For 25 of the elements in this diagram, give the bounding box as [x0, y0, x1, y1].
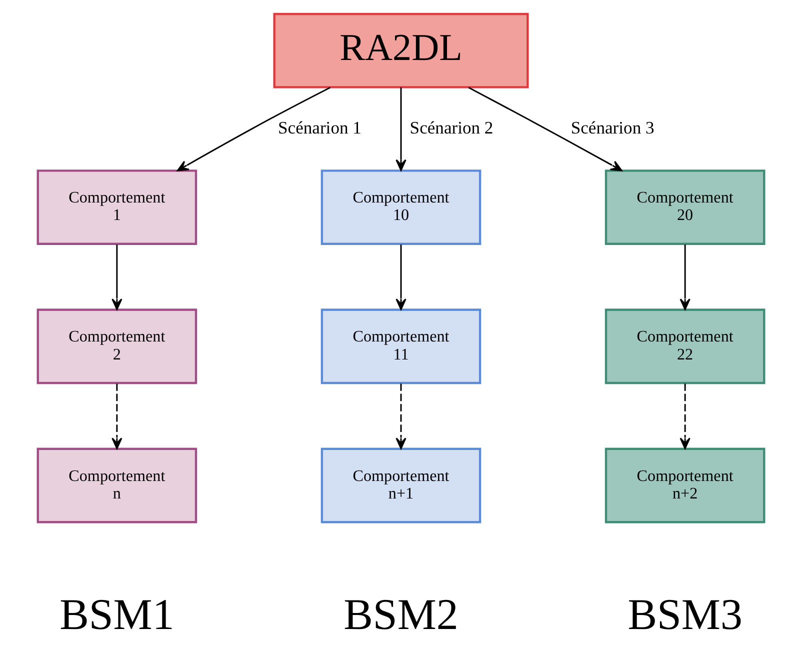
node-box: Comportement 10 [320, 170, 482, 245]
arrow [112, 384, 122, 450]
label: BSM1 [60, 590, 174, 639]
node-box: Comportement 2 [36, 308, 198, 384]
arrow [396, 87, 406, 171]
edge-label: Scénarion 1 [278, 117, 362, 138]
arrow [396, 244, 406, 310]
label: BSM2 [344, 590, 458, 639]
edge-label: Scénarion 2 [410, 117, 494, 138]
arrow [680, 244, 690, 310]
node-box: Comportement n+2 [604, 448, 766, 524]
node-box: Comportement n [36, 448, 198, 524]
node-box: Comportement 20 [604, 170, 766, 245]
node-box: RA2DL [273, 12, 529, 88]
node-box: Comportement 1 [36, 170, 198, 245]
node-box: Comportement 11 [320, 308, 482, 384]
arrow [112, 244, 122, 310]
node-box: Comportement 22 [604, 308, 766, 384]
label: BSM3 [628, 590, 742, 639]
edge-label: Scénarion 3 [570, 117, 654, 138]
arrow [680, 384, 690, 450]
node-box: Comportement n+1 [320, 448, 482, 524]
arrow [177, 86, 331, 172]
arrow [396, 384, 406, 450]
arrow [468, 86, 622, 172]
